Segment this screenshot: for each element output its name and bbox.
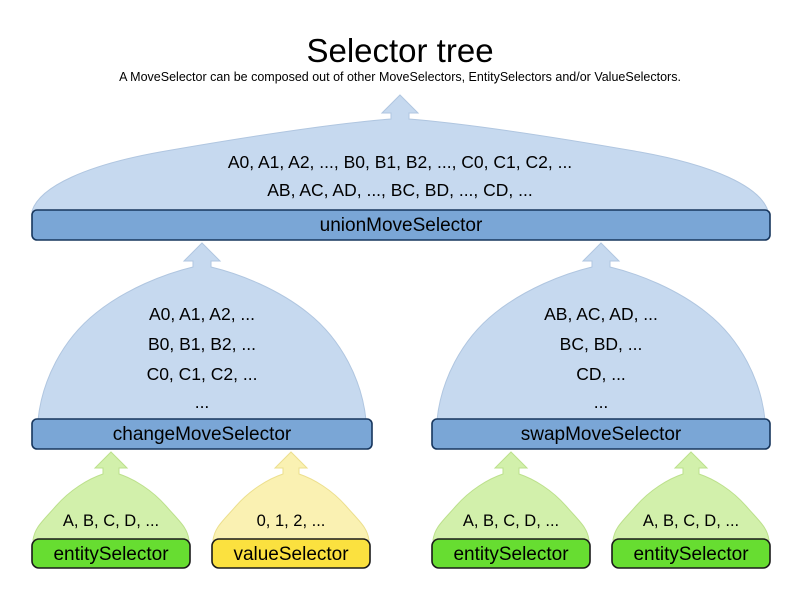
swap-content-line-0: AB, AC, AD, ... bbox=[544, 304, 658, 324]
entity-selector-3-label: entitySelector bbox=[633, 544, 749, 565]
entity-selector-2-label-bar bbox=[431, 538, 591, 569]
swap-content-line-2: CD, ... bbox=[576, 364, 626, 384]
swap-content-line-1: BC, BD, ... bbox=[560, 334, 643, 354]
change-content-line-0: A0, A1, A2, ... bbox=[149, 304, 255, 324]
union-content-line-0: A0, A1, A2, ..., B0, B1, B2, ..., C0, C1… bbox=[228, 152, 572, 172]
union-content-line-1: AB, AC, AD, ..., BC, BD, ..., CD, ... bbox=[267, 180, 532, 200]
node-entity-selector-3[interactable]: A, B, C, D, ... entitySelector bbox=[611, 451, 771, 569]
change-content-line-2: C0, C1, C2, ... bbox=[147, 364, 258, 384]
value-selector-1-label: valueSelector bbox=[233, 544, 349, 565]
node-swap-move-selector[interactable]: AB, AC, AD, ... BC, BD, ... CD, ... ... … bbox=[431, 242, 771, 450]
node-change-move-selector[interactable]: A0, A1, A2, ... B0, B1, B2, ... C0, C1, … bbox=[31, 242, 373, 450]
entity-selector-2-content: A, B, C, D, ... bbox=[463, 512, 559, 530]
union-label-bar bbox=[31, 209, 771, 241]
node-union-move-selector[interactable]: A0, A1, A2, ..., B0, B1, B2, ..., C0, C1… bbox=[31, 94, 771, 241]
union-label: unionMoveSelector bbox=[320, 215, 483, 236]
change-content-line-3: ... bbox=[195, 392, 210, 412]
value-selector-1-label-bar bbox=[211, 538, 371, 569]
change-label: changeMoveSelector bbox=[113, 424, 292, 445]
entity-selector-3-content: A, B, C, D, ... bbox=[643, 512, 739, 530]
swap-content-line-3: ... bbox=[594, 392, 609, 412]
entity-selector-2-label: entitySelector bbox=[453, 544, 569, 565]
page-subtitle: A MoveSelector can be composed out of ot… bbox=[119, 70, 681, 84]
node-entity-selector-1[interactable]: A, B, C, D, ... entitySelector bbox=[31, 451, 191, 569]
swap-label-bar bbox=[431, 418, 771, 450]
page-title: Selector tree bbox=[306, 32, 493, 69]
node-value-selector-1[interactable]: 0, 1, 2, ... valueSelector bbox=[211, 451, 371, 569]
entity-selector-1-label-bar bbox=[31, 538, 191, 569]
swap-label: swapMoveSelector bbox=[521, 424, 682, 445]
node-entity-selector-2[interactable]: A, B, C, D, ... entitySelector bbox=[431, 451, 591, 569]
entity-selector-1-content: A, B, C, D, ... bbox=[63, 512, 159, 530]
value-selector-1-content: 0, 1, 2, ... bbox=[257, 512, 326, 530]
change-content-line-1: B0, B1, B2, ... bbox=[148, 334, 256, 354]
change-label-bar bbox=[31, 418, 373, 450]
entity-selector-3-label-bar bbox=[611, 538, 771, 569]
entity-selector-1-label: entitySelector bbox=[53, 544, 169, 565]
